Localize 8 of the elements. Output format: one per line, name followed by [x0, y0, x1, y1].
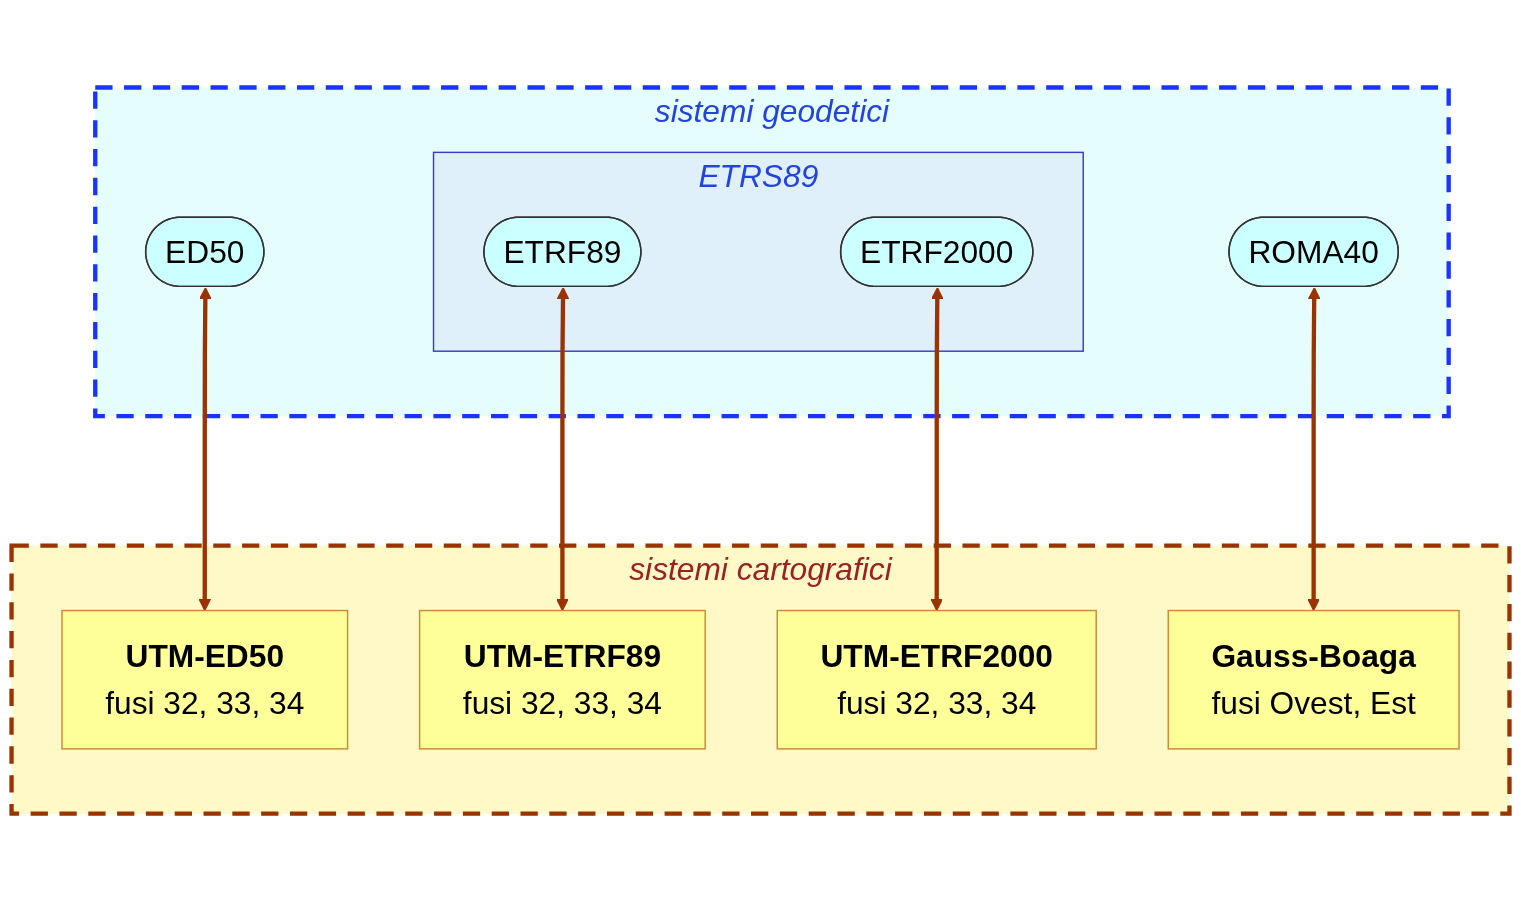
arrow	[198, 287, 212, 612]
node-box: UTM-ETRF2000 fusi 32, 33, 34	[776, 610, 1097, 750]
node-box: UTM-ED50 fusi 32, 33, 34	[61, 610, 349, 750]
arrow	[556, 287, 570, 612]
arrow	[930, 287, 944, 612]
arrow	[1307, 287, 1321, 612]
node-box: Gauss-Boaga fusi Ovest, Est	[1167, 610, 1460, 750]
node-box: UTM-ETRF89 fusi 32, 33, 34	[418, 610, 706, 750]
